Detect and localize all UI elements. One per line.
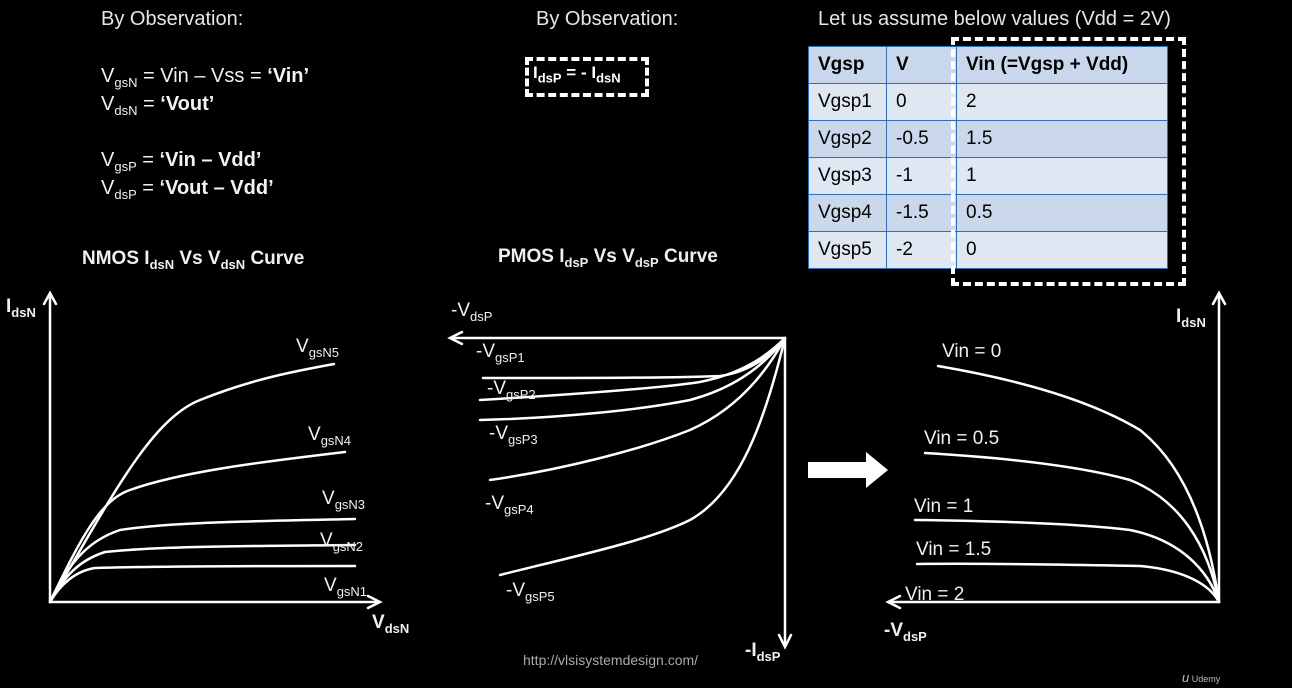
nmos-curve-5 bbox=[48, 362, 336, 604]
nmos-chart-title: NMOS IdsN Vs VdsN Curve bbox=[82, 248, 305, 272]
pmos-curve-label: -VgsP2 bbox=[487, 378, 536, 402]
nmos-y-arrow bbox=[42, 290, 58, 306]
result-curve-label: Vin = 0.5 bbox=[924, 428, 1000, 449]
udemy-icon: u bbox=[1182, 670, 1190, 685]
pmos-y-arrow bbox=[777, 633, 793, 650]
pmos-y-label: -IdsP bbox=[745, 640, 781, 664]
table-row: Vgsp3 -1 1 bbox=[808, 157, 1168, 195]
eq-vgsn: VgsN = Vin – Vss = ‘Vin’ bbox=[101, 65, 310, 90]
table-cell: -2 bbox=[886, 231, 957, 269]
table-cell: Vgsp3 bbox=[808, 157, 887, 195]
nmos-curve-3 bbox=[48, 517, 357, 604]
pmos-curve-label: -VgsP1 bbox=[476, 341, 525, 365]
nmos-y-label: IdsN bbox=[6, 296, 36, 320]
pmos-curve-2 bbox=[478, 336, 787, 402]
pmos-curve-1 bbox=[481, 336, 787, 380]
eq-vgsp: VgsP = ‘Vin – Vdd’ bbox=[101, 149, 262, 174]
nmos-curve-1 bbox=[48, 564, 357, 604]
pmos-curve-label: -VgsP4 bbox=[485, 493, 534, 517]
eq-vdsp: VdsP = ‘Vout – Vdd’ bbox=[101, 177, 274, 202]
pmos-curve-label: -VgsP5 bbox=[506, 580, 555, 604]
left-observation-title: By Observation: bbox=[101, 8, 244, 30]
table-cell: Vgsp1 bbox=[808, 83, 887, 121]
pmos-chart-title: PMOS IdsP Vs VdsP Curve bbox=[498, 246, 718, 270]
table-row: Vgsp2 -0.5 1.5 bbox=[808, 120, 1168, 158]
result-curve-vin-1 bbox=[913, 518, 1221, 604]
pmos-x-arrow bbox=[447, 330, 464, 346]
udemy-logo: u Udemy bbox=[1182, 670, 1221, 685]
table-header-cell: V bbox=[886, 46, 957, 84]
result-curve-label: Vin = 1.5 bbox=[916, 539, 992, 560]
table-cell: 1 bbox=[956, 157, 1168, 195]
result-curve-vin-0.5 bbox=[923, 451, 1221, 604]
table-header-cell: Vin (=Vgsp + Vdd) bbox=[956, 46, 1168, 84]
table-header-row: Vgsp V Vin (=Vgsp + Vdd) bbox=[808, 46, 1168, 84]
nmos-curve-label: VgsN2 bbox=[320, 530, 364, 554]
vgsp-vin-table: Vgsp V Vin (=Vgsp + Vdd) Vgsp1 0 2 Vgsp2… bbox=[808, 46, 1168, 269]
eq-vdsn: VdsN = ‘Vout’ bbox=[101, 93, 215, 118]
table-cell: -1 bbox=[886, 157, 957, 195]
result-y-label: IdsN bbox=[1176, 306, 1206, 330]
right-arrow-icon bbox=[808, 452, 888, 488]
pmos-curve-5 bbox=[498, 336, 787, 577]
pmos-curve-3 bbox=[478, 336, 787, 422]
middle-observation-title: By Observation: bbox=[536, 8, 679, 30]
table-cell: 0 bbox=[956, 231, 1168, 269]
table-cell: Vgsp2 bbox=[808, 120, 887, 158]
nmos-curve-label: VgsN5 bbox=[296, 336, 340, 360]
nmos-curve-2 bbox=[48, 543, 357, 604]
nmos-x-arrow bbox=[366, 594, 383, 610]
table-row: Vgsp4 -1.5 0.5 bbox=[808, 194, 1168, 232]
vin-column-highlight bbox=[951, 37, 1186, 286]
result-curve-vin-0 bbox=[936, 364, 1221, 604]
result-y-arrow bbox=[1211, 290, 1227, 306]
table-row: Vgsp5 -2 0 bbox=[808, 231, 1168, 269]
current-relation-box bbox=[525, 57, 649, 97]
nmos-curve-label: VgsN4 bbox=[308, 424, 352, 448]
result-curve-label: Vin = 2 bbox=[905, 584, 965, 605]
table-cell: 0.5 bbox=[956, 194, 1168, 232]
nmos-x-label: VdsN bbox=[372, 612, 410, 636]
table-header-cell: Vgsp bbox=[808, 46, 887, 84]
table-cell: 2 bbox=[956, 83, 1168, 121]
result-curve-label: Vin = 0 bbox=[942, 341, 1002, 362]
result-curve-vin-1.5 bbox=[915, 562, 1221, 604]
nmos-curve-label: VgsN3 bbox=[322, 488, 366, 512]
table-caption: Let us assume below values (Vdd = 2V) bbox=[818, 8, 1171, 30]
result-x-label: -VdsP bbox=[884, 620, 927, 644]
table-cell: -0.5 bbox=[886, 120, 957, 158]
result-x-arrow bbox=[885, 594, 902, 610]
table-cell: 1.5 bbox=[956, 120, 1168, 158]
pmos-x-label: -VdsP bbox=[451, 300, 493, 324]
current-relation: IdsP = - IdsN bbox=[533, 63, 621, 86]
table-cell: -1.5 bbox=[886, 194, 957, 232]
footer-url: http://vlsisystemdesign.com/ bbox=[523, 652, 699, 668]
nmos-curve-4 bbox=[48, 450, 347, 604]
pmos-curve-4 bbox=[488, 336, 787, 482]
table-cell: Vgsp5 bbox=[808, 231, 887, 269]
pmos-curve-label: -VgsP3 bbox=[489, 423, 538, 447]
result-curve-label: Vin = 1 bbox=[914, 496, 974, 517]
nmos-curve-label: VgsN1 bbox=[324, 575, 368, 599]
